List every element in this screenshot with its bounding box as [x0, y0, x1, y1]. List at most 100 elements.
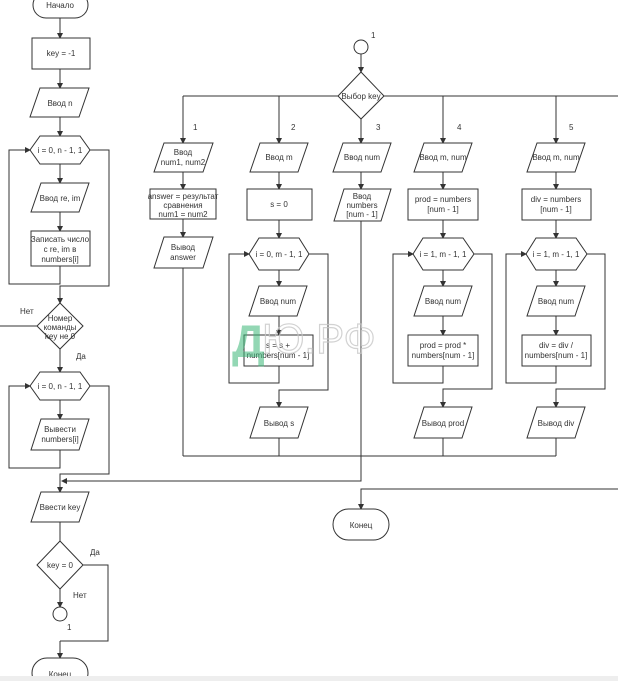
branch-4-output-io[interactable]: Вывод prod: [413, 406, 473, 439]
switch-flow: 1 Выбор key 1 2 3 4 5 Ввод num1, num2: [61, 31, 618, 541]
branch-1-process-line-2: сравнения: [163, 201, 202, 210]
branch-3-input-io[interactable]: Ввод num: [332, 142, 392, 173]
store-line-3: numbers[i]: [41, 255, 78, 264]
key-zero-no-label: Нет: [73, 591, 87, 600]
start-terminator[interactable]: Начало: [32, 0, 89, 19]
loop-2-label: i = 0, n - 1, 1: [38, 382, 83, 391]
branch-4-loop-back-arrow: [392, 251, 444, 384]
branch-2-process-line-1: s = s +: [266, 341, 290, 350]
main-flow: Начало key = -1 Ввод n i = 0, n - 1, 1 В…: [0, 0, 110, 681]
input-key-io[interactable]: Ввести key: [30, 491, 90, 523]
branch-4-input-io[interactable]: Ввод m, num: [413, 142, 473, 173]
branch-1-compare-process[interactable]: answer = результат сравнения num1 = num2: [148, 188, 219, 220]
branch-4-product-process[interactable]: prod = prod * numbers[num - 1]: [407, 334, 479, 367]
branch-3: Ввод num Ввод numbers [num - 1]: [332, 142, 392, 481]
branch-2-loop-back-arrow: [228, 251, 280, 384]
branch-5-loop-back-arrow: [505, 251, 557, 384]
input-re-im-io[interactable]: Ввод re, im: [30, 182, 90, 213]
condition-line-3: key не 0: [45, 332, 76, 341]
branch-1-output-line-1: Вывод: [171, 243, 196, 252]
branch-5-loop-input-io[interactable]: Ввод num: [526, 285, 586, 317]
branch-2-loop-hexagon[interactable]: i = 0, m - 1, 1: [248, 237, 310, 271]
branch-4-loop-hexagon[interactable]: i = 1, m - 1, 1: [412, 237, 475, 271]
command-condition-diamond[interactable]: Номер команды key не 0: [36, 302, 84, 350]
branch-1-process-line-1: answer = результат: [148, 192, 219, 201]
switch-key-label: Выбор key: [341, 92, 380, 101]
branch-2-loop-label: i = 0, m - 1, 1: [256, 250, 303, 259]
branch-5-loop-input-label: Ввод num: [538, 297, 575, 306]
key-zero-yes-label: Да: [90, 548, 100, 557]
input-n-label: Ввод n: [47, 99, 72, 108]
branch-1-process-line-3: num1 = num2: [158, 210, 208, 219]
connector-bottom-label: 1: [67, 623, 72, 632]
switch-end-terminator[interactable]: Конец: [332, 508, 390, 541]
branch-5-output-label: Вывод div: [538, 419, 575, 428]
branch-2-input-io[interactable]: Ввод m: [249, 142, 309, 173]
store-number-process[interactable]: Записать число с re, im в numbers[i]: [30, 230, 91, 267]
case-1-label: 1: [193, 123, 198, 132]
bottom-scroll-bar: [0, 676, 618, 681]
key-zero-label: key = 0: [47, 561, 74, 570]
end-label: Конец: [49, 670, 72, 679]
branch-2-process-line-2: numbers[num - 1]: [247, 351, 310, 360]
start-label: Начало: [46, 1, 74, 10]
branch-5-loop-exit-arrow: [553, 253, 606, 408]
input-key-label: Ввести key: [40, 503, 81, 512]
end-terminator[interactable]: Конец: [31, 657, 89, 681]
branch-4-init-line-1: prod = numbers: [415, 195, 471, 204]
branch-4: Ввод m, num prod = numbers [num - 1] i =…: [392, 142, 493, 456]
branch-1-input-io[interactable]: Ввод num1, num2: [153, 142, 214, 173]
connector-top-label: 1: [371, 31, 376, 40]
branch-4-process-line-2: numbers[num - 1]: [412, 351, 475, 360]
branch-5-init-process[interactable]: div = numbers [num - 1]: [521, 188, 592, 221]
connector-circle-top[interactable]: [353, 39, 369, 55]
branch-5-loop-label: i = 1, m - 1, 1: [533, 250, 580, 259]
branch-4-init-line-2: [num - 1]: [427, 205, 459, 214]
branch-3-input-label: Ввод num: [344, 153, 381, 162]
branch-1-output-line-2: answer: [170, 253, 196, 262]
watermark: Д Ю.РФ: [232, 314, 376, 367]
loop-1-back-arrow: [8, 147, 61, 285]
init-key-label: key = -1: [47, 49, 76, 58]
branch-2-sum-process[interactable]: s = s + numbers[num - 1]: [243, 334, 314, 367]
key-zero-yes-line: [60, 564, 109, 642]
branch-3-numbers-io[interactable]: Ввод numbers [num - 1]: [333, 188, 392, 222]
branch-5-divide-process[interactable]: div = div / numbers[num - 1]: [521, 334, 592, 367]
loop-1-exit-arrow: [57, 149, 110, 304]
switch-key-diamond[interactable]: Выбор key: [337, 71, 385, 120]
init-key-process[interactable]: key = -1: [31, 37, 91, 70]
branch-2-loop-input-io[interactable]: Ввод num: [248, 285, 308, 317]
branch-2-input-label: Ввод m: [265, 153, 293, 162]
branch-5-input-io[interactable]: Ввод m, num: [526, 142, 586, 173]
branch-2-output-io[interactable]: Вывод s: [249, 406, 309, 439]
condition-no-label: Нет: [20, 307, 34, 316]
case-5-label: 5: [569, 123, 574, 132]
branch-5-init-line-2: [num - 1]: [540, 205, 572, 214]
branch-4-loop-input-io[interactable]: Ввод num: [413, 285, 473, 317]
branch-5-init-line-1: div = numbers: [531, 195, 581, 204]
input-n-io[interactable]: Ввод n: [29, 87, 90, 118]
branch-2-init-process[interactable]: s = 0: [246, 188, 313, 221]
branch-5-process-line-2: numbers[num - 1]: [525, 351, 588, 360]
key-zero-diamond[interactable]: key = 0: [36, 540, 84, 590]
branch-5-output-io[interactable]: Вывод div: [526, 406, 586, 439]
branch-5-process-line-1: div = div /: [539, 341, 574, 350]
branch-4-output-label: Вывод prod: [422, 419, 464, 428]
loop-1-label: i = 0, n - 1, 1: [38, 146, 83, 155]
branch-2-loop-input-label: Ввод num: [260, 297, 297, 306]
branch-1-output-io[interactable]: Вывод answer: [153, 236, 214, 269]
store-line-2: с re, im в: [44, 245, 77, 254]
branch-4-init-process[interactable]: prod = numbers [num - 1]: [407, 188, 479, 221]
loop-1-hexagon[interactable]: i = 0, n - 1, 1: [29, 135, 91, 165]
branch-2-output-label: Вывод s: [264, 419, 294, 428]
connector-circle-bottom[interactable]: [52, 606, 68, 622]
case-2-label: 2: [291, 123, 296, 132]
branch-5-loop-hexagon[interactable]: i = 1, m - 1, 1: [525, 237, 588, 271]
branch-4-input-label: Ввод m, num: [419, 153, 467, 162]
print-numbers-io[interactable]: Вывести numbers[i]: [30, 418, 90, 451]
loop-2-exit-arrow: [57, 385, 110, 493]
loop-2-hexagon[interactable]: i = 0, n - 1, 1: [29, 371, 91, 401]
branch-1-input-line-2: num1, num2: [161, 158, 206, 167]
branch-2-loop-exit-arrow: [276, 253, 329, 408]
branch-4-loop-exit-arrow: [440, 253, 493, 408]
